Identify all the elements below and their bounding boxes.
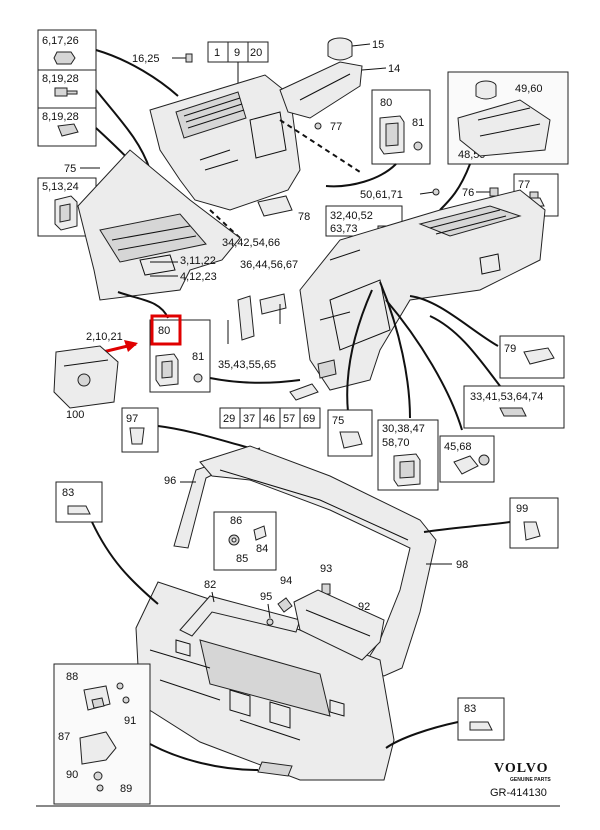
callout-89: 89: [120, 783, 132, 795]
left-side-panel-lower: [77, 149, 241, 301]
brand-logo-text: VOLVO: [494, 761, 549, 776]
callout-77-box: 77: [518, 179, 530, 191]
part-box-33-41-53-64-74: 33,41,53,64,74: [463, 385, 565, 429]
callout-96: 96: [164, 475, 176, 487]
callout-76: 76: [462, 187, 474, 199]
callout-81: 81: [412, 117, 424, 129]
part-box-79: 79: [499, 335, 565, 379]
tailgate-lower-trim: [135, 581, 395, 781]
callout-3-11-22: 3,11,22: [180, 255, 216, 267]
callout-94: 94: [280, 575, 292, 587]
callout-82: 82: [204, 579, 216, 591]
callout-45-68: 45,68: [444, 441, 472, 453]
ref-37: 37: [243, 413, 255, 425]
callout-88: 88: [66, 671, 78, 683]
part-14-cover: [279, 61, 363, 119]
callout-30-38-47: 30,38,47: [382, 423, 425, 435]
callout-90: 90: [66, 769, 78, 781]
part-box-75-lower: 75: [327, 409, 373, 457]
part-78: [257, 195, 293, 217]
callout-92: 92: [358, 601, 370, 613]
part-box-6-17-26: 6,17,26: [37, 29, 97, 71]
callout-83-lower: 83: [464, 703, 476, 715]
highlight-frame: [150, 314, 182, 346]
callout-14: 14: [388, 63, 400, 75]
part-82-strip: [179, 595, 301, 637]
ref-1: 1: [214, 47, 220, 59]
callout-33-41-53-64-74: 33,41,53,64,74: [470, 391, 543, 403]
part-box-99: 99: [509, 497, 559, 549]
callout-75-lower: 75: [332, 415, 344, 427]
callout-15: 15: [372, 39, 384, 51]
diagram-code: GR-414130: [490, 787, 547, 799]
callout-77: 77: [330, 121, 342, 133]
callout-79: 79: [504, 343, 516, 355]
part-box-8-19-28-b: 8,19,28: [37, 107, 97, 147]
callout-16-25: 16,25: [132, 53, 160, 65]
part-label: 6,17,26: [42, 35, 79, 47]
callout-99: 99: [516, 503, 528, 515]
ref-29: 29: [223, 413, 235, 425]
right-side-panel: [299, 189, 546, 391]
callout-80: 80: [380, 97, 392, 109]
callout-86: 86: [230, 515, 242, 527]
callout-83-upper: 83: [62, 487, 74, 499]
callout-34-42-54-66: 34,42,54,66: [222, 237, 280, 249]
callout-78: 78: [298, 211, 310, 223]
callout-91: 91: [124, 715, 136, 727]
callout-97: 97: [126, 413, 138, 425]
ref-57: 57: [283, 413, 295, 425]
part-box-80-81-highlighted: 80 81: [149, 314, 211, 393]
part-box-83-lower: 83: [457, 697, 505, 741]
ref-69: 69: [303, 413, 315, 425]
callout-36-44-56-67: 36,44,56,67: [240, 259, 298, 271]
callout-80-highlighted: 80: [158, 325, 170, 337]
part-box-30-38-47: 30,38,47 58,70: [377, 419, 439, 491]
part-box-86-84-85: 86 84 85: [213, 511, 277, 571]
callout-49-60: 49,60: [515, 83, 543, 95]
part-15-cap: [327, 37, 353, 61]
callout-95: 95: [260, 591, 272, 603]
callout-98: 98: [456, 559, 468, 571]
inset-box-49-60: 49,60 48,59: [447, 71, 569, 165]
ref-box-bottom: 29 37 46 57 69: [219, 407, 321, 429]
callout-84: 84: [256, 543, 268, 555]
part-100-bag: [53, 345, 119, 409]
part-box-97: 97: [121, 407, 159, 453]
callout-4-12-23: 4,12,23: [180, 271, 217, 283]
callout-100: 100: [66, 409, 84, 421]
part-label: 5,13,24: [42, 181, 79, 193]
ref-box-top: 1 9 20: [207, 41, 269, 88]
part-label: 63,73: [330, 223, 358, 235]
part-box-83-upper: 83: [55, 481, 103, 523]
callout-35-43-55-65: 35,43,55,65: [218, 359, 276, 371]
part-label: 8,19,28: [42, 111, 79, 123]
ref-46: 46: [263, 413, 275, 425]
part-label: 32,40,52: [330, 210, 373, 222]
ref-9: 9: [234, 47, 240, 59]
footer-brand: VOLVO GENUINE PARTS GR-414130: [490, 761, 551, 799]
brand-sub-text: GENUINE PARTS: [510, 777, 551, 783]
callout-58-70: 58,70: [382, 437, 410, 449]
part-box-8-19-28-a: 8,19,28: [37, 69, 97, 109]
callout-81-lower: 81: [192, 351, 204, 363]
inset-box-hinge: 88 91 87 90 89: [53, 663, 151, 805]
part-box-45-68: 45,68: [439, 435, 495, 483]
part-box-80-81-upper: 80 81: [371, 89, 431, 165]
callout-93: 93: [320, 563, 332, 575]
ref-20: 20: [250, 47, 262, 59]
callout-75: 75: [64, 163, 76, 175]
part-label: 8,19,28: [42, 73, 79, 85]
callout-2-10-21: 2,10,21: [86, 331, 123, 343]
callout-85: 85: [236, 553, 248, 565]
left-side-panel-upper: [149, 74, 301, 211]
callout-87: 87: [58, 731, 70, 743]
callout-50-61-71: 50,61,71: [360, 189, 403, 201]
part-92-bracket: [293, 589, 385, 661]
